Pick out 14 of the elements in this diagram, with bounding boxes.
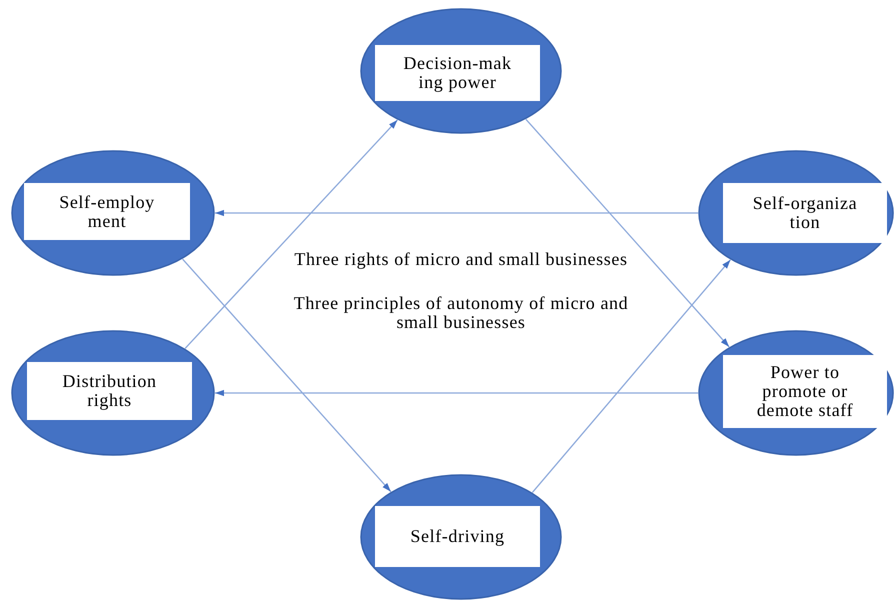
center-text: Three principles of autonomy of micro and small businesses <box>292 294 630 332</box>
arrow <box>525 118 730 348</box>
center-text: Three rights of micro and small businesses <box>293 250 629 269</box>
arrow <box>215 390 698 396</box>
arrow <box>184 120 398 349</box>
node-label: Distribution rights <box>27 362 192 420</box>
node-label: Self-employ ment <box>24 183 190 240</box>
arrow <box>182 258 392 492</box>
node-label: Self-driving <box>375 506 540 567</box>
node-label: Decision-mak ing power <box>375 45 540 101</box>
arrow <box>215 210 698 216</box>
arrow <box>532 259 731 493</box>
node-label: Self-organiza tion <box>723 183 887 243</box>
node-label: Power to promote or demote staff <box>723 355 887 428</box>
